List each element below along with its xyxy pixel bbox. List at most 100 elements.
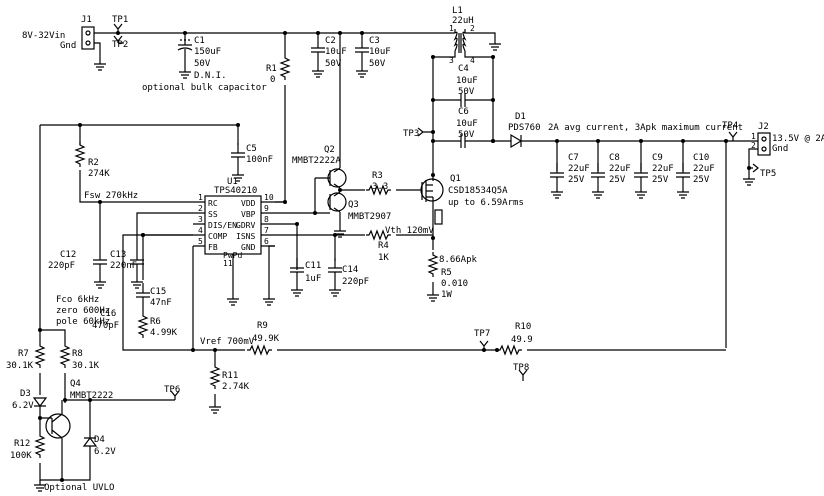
pin-vdd: VDD — [241, 199, 256, 208]
pin-gnd: GND — [241, 243, 256, 252]
val-c16: 470pF — [92, 321, 119, 331]
part-d1: PDS760 — [508, 123, 541, 133]
part-q2: MMBT2222A — [292, 156, 341, 166]
ref-tp1: TP1 — [112, 15, 128, 25]
volt-c2: 50V — [325, 59, 342, 69]
pin-j2-1: 1 — [751, 132, 756, 141]
pin-l1-4: 4 — [470, 56, 475, 65]
ref-tp7: TP7 — [474, 329, 490, 339]
ref-u1: U1 — [227, 177, 238, 187]
ref-c11: C11 — [305, 261, 321, 271]
ref-c15: C15 — [150, 287, 166, 297]
pin-j2-2: 2 — [751, 141, 756, 150]
ref-c6: C6 — [458, 107, 469, 117]
ref-r10: R10 — [515, 322, 531, 332]
val-c4: 10uF — [456, 76, 478, 86]
ref-l1: L1 — [452, 6, 463, 16]
label-gnd-out: Gnd — [772, 144, 788, 154]
pin-l1-1: 1 — [449, 24, 454, 33]
ref-r5: R5 — [441, 268, 452, 278]
pin-dis: DIS/EN — [208, 221, 237, 230]
val-c9: 22uF — [652, 164, 674, 174]
note-bulk: optional bulk capacitor — [142, 83, 267, 93]
val-r6: 4.99K — [150, 328, 178, 338]
note-ipk: 8.66Apk — [439, 255, 478, 265]
part-q3: MMBT2907 — [348, 212, 391, 222]
pin-num-5: 5 — [198, 237, 203, 246]
pin-l1-2: 2 — [470, 24, 475, 33]
pin-gdrv: GDRV — [236, 221, 255, 230]
ref-d1: D1 — [515, 112, 526, 122]
pin-pwpd: PwPd — [223, 251, 242, 260]
ref-r4: R4 — [378, 241, 389, 251]
val-r7: 30.1K — [6, 361, 34, 371]
note-pole: pole 60kHz — [56, 317, 110, 327]
pin-comp: COMP — [208, 232, 227, 241]
ref-j2: J2 — [758, 122, 769, 132]
val-c13: 220nF — [110, 261, 137, 271]
ref-d4: D4 — [94, 435, 105, 445]
volt-c6: 50V — [458, 130, 475, 140]
ref-r6: R6 — [150, 317, 161, 327]
volt-c4: 50V — [458, 87, 475, 97]
note-fsw: Fsw 270kHz — [84, 191, 138, 201]
ref-c2: C2 — [325, 36, 336, 46]
controller-u1 — [40, 123, 433, 306]
ref-tp4: TP4 — [722, 121, 738, 131]
volt-c10: 25V — [693, 175, 710, 185]
ref-q1: Q1 — [450, 174, 461, 184]
ref-c3: C3 — [369, 36, 380, 46]
ref-c5: C5 — [246, 144, 257, 154]
output-section — [549, 131, 771, 348]
val-r8: 30.1K — [72, 361, 100, 371]
ref-tp3: TP3 — [403, 129, 419, 139]
connector-j2 — [757, 132, 771, 156]
uvlo — [32, 125, 180, 492]
note-vref: Vref 700mV — [200, 337, 255, 347]
ref-c16: C16 — [100, 309, 116, 319]
val-r11: 2.74K — [222, 382, 250, 392]
compensation — [122, 233, 726, 414]
val-r5: 0.010 — [441, 279, 468, 289]
ref-q4: Q4 — [70, 379, 81, 389]
pin-l1-3: 3 — [449, 56, 454, 65]
val-c8: 22uF — [609, 164, 631, 174]
pin-num-8: 8 — [264, 215, 269, 224]
val-r4: 1K — [378, 253, 389, 263]
ref-c13: C13 — [110, 250, 126, 260]
volt-c8: 25V — [609, 175, 626, 185]
part-q1: CSD18534Q5A — [448, 186, 508, 196]
power-stage — [417, 29, 726, 302]
ref-c7: C7 — [568, 153, 579, 163]
ref-r11: R11 — [222, 371, 238, 381]
val-c10: 22uF — [693, 164, 715, 174]
note-fco: Fco 6kHz — [56, 295, 99, 305]
val-c1: 150uF — [194, 47, 221, 57]
ref-c10: C10 — [693, 153, 709, 163]
val-c5: 100nF — [246, 155, 273, 165]
pin-ss: SS — [208, 210, 218, 219]
part-u1: TPS40210 — [214, 186, 257, 196]
val-c2: 10uF — [325, 47, 347, 57]
ref-j1: J1 — [81, 15, 92, 25]
ref-c1: C1 — [194, 36, 205, 46]
ref-tp6: TP6 — [164, 385, 180, 395]
pin-num-4: 4 — [198, 226, 203, 235]
pin-num-9: 9 — [264, 204, 269, 213]
note-uvlo: Optional UVLO — [44, 483, 114, 493]
val-c15: 47nF — [150, 298, 172, 308]
ref-r9: R9 — [257, 321, 268, 331]
ref-c9: C9 — [652, 153, 663, 163]
val-c11: 1uF — [305, 274, 321, 284]
volt-c7: 25V — [568, 175, 585, 185]
val-r12: 100K — [10, 451, 32, 461]
label-vin: 8V-32Vin — [22, 31, 65, 41]
ref-r7: R7 — [18, 349, 29, 359]
ref-q2: Q2 — [324, 145, 335, 155]
pin-num-1: 1 — [198, 193, 203, 202]
part-q4: MMBT2222 — [70, 391, 113, 401]
pin-num-2: 2 — [198, 204, 203, 213]
val-c6: 10uF — [456, 119, 478, 129]
pin-num-10: 10 — [264, 193, 274, 202]
